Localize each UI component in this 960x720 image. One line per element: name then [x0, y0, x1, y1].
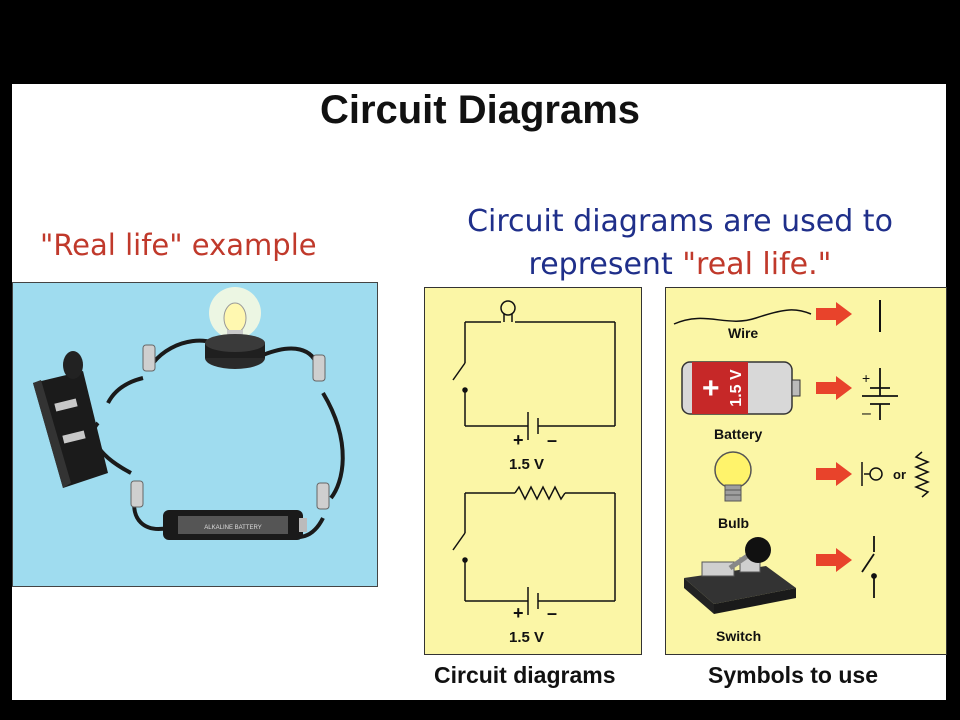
battery-illustration-text: 1.5 V: [728, 369, 745, 407]
circuit-diagrams-drawing: + – 1.5 V + – 1.5 V: [452, 300, 616, 646]
bulb-symbol: [861, 462, 883, 486]
switch-illustration: [684, 537, 796, 614]
caption-line-2-text: represent: [528, 247, 683, 282]
circuit-with-bulb: [452, 300, 616, 440]
circuit-diagrams-title: Circuit diagrams: [434, 662, 616, 688]
circuit-with-resistor: [452, 485, 616, 615]
clip: [312, 354, 326, 382]
wire: [321, 391, 345, 500]
slide-caption: Circuit diagrams are used to represent "…: [440, 200, 920, 286]
battery-photo-text: ALKALINE BATTERY: [204, 525, 261, 531]
battery-photo: ALKALINE BATTERY: [163, 510, 307, 540]
clip: [316, 482, 330, 510]
clip: [130, 480, 144, 508]
wire-label: Wire: [728, 325, 758, 341]
caption-line-2: represent "real life.": [440, 243, 920, 286]
battery-label: Battery: [714, 426, 762, 442]
bottom-plus: +: [513, 603, 524, 623]
caption-line-1: Circuit diagrams are used to: [467, 204, 893, 239]
wire-arrow: [816, 302, 852, 326]
circuit-photo-illustration: ALKALINE BATTERY: [33, 287, 345, 540]
bulb-arrow: [816, 462, 852, 486]
wire-illustration: [673, 309, 812, 325]
slide-title: Circuit Diagrams: [319, 88, 641, 132]
real-life-photo: ALKALINE BATTERY: [12, 282, 378, 587]
bottom-minus: –: [547, 603, 557, 623]
wire: [262, 346, 320, 369]
bulb-photo: [205, 287, 265, 369]
bulb-illustration: [714, 451, 752, 502]
top-voltage: 1.5 V: [509, 456, 544, 473]
resistor-symbol: [914, 451, 930, 498]
battery-symbol-plus: +: [862, 370, 870, 386]
top-plus: +: [513, 430, 524, 450]
circuit-diagrams-panel: + – 1.5 V + – 1.5 V: [424, 287, 642, 655]
wire: [106, 376, 144, 404]
symbols-drawing: Wire + 1.5 V Battery + –: [673, 300, 930, 644]
bottom-voltage: 1.5 V: [509, 629, 544, 646]
or-text: or: [893, 467, 906, 482]
battery-arrow: [816, 376, 852, 400]
switch-label: Switch: [716, 628, 761, 644]
battery-symbol-minus: –: [862, 405, 871, 422]
caption-line-2-quote: "real life.": [682, 247, 832, 282]
real-life-label: "Real life" example: [40, 228, 317, 262]
battery-plus: +: [702, 372, 720, 405]
symbols-panel: Wire + 1.5 V Battery + –: [665, 287, 947, 655]
symbols-title: Symbols to use: [708, 662, 878, 688]
switch-symbol: [861, 536, 877, 598]
switch-arrow: [816, 548, 852, 572]
bulb-label: Bulb: [718, 515, 749, 531]
battery-symbol: [862, 368, 898, 420]
clip: [142, 344, 156, 372]
top-minus: –: [547, 430, 557, 450]
switch-photo: [33, 351, 108, 488]
battery-illustration: +: [681, 361, 801, 415]
